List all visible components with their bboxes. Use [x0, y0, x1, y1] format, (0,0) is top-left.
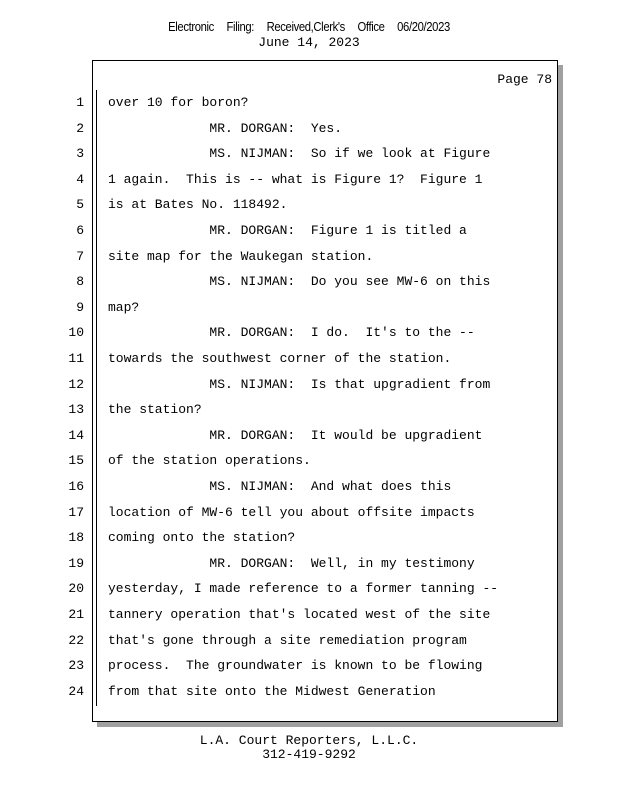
line-number: 13	[68, 402, 84, 418]
transcript-line: that's gone through a site remediation p…	[108, 632, 467, 648]
transcript-line: coming onto the station?	[108, 530, 296, 546]
transcript-line: 1 again. This is -- what is Figure 1? Fi…	[108, 171, 483, 187]
transcript-line: location of MW-6 tell you about offsite …	[108, 504, 475, 520]
transcript-line: of the station operations.	[108, 453, 311, 469]
transcript-line: MS. NIJMAN: So if we look at Figure	[108, 146, 491, 162]
transcript-line: tannery operation that's located west of…	[108, 607, 491, 622]
line-number: 18	[68, 530, 84, 546]
line-number: 16	[68, 479, 84, 494]
line-number: 3	[76, 146, 84, 162]
transcript-line: site map for the Waukegan station.	[108, 248, 374, 264]
transcript-line: from that site onto the Midwest Generati…	[108, 683, 436, 699]
footer-company: L.A. Court Reporters, L.L.C.	[199, 733, 419, 748]
line-number: 4	[76, 171, 84, 187]
line-number: 24	[68, 683, 84, 699]
transcript-line: MS. NIJMAN: Do you see MW-6 on this	[108, 274, 491, 290]
line-number: 15	[68, 453, 84, 469]
transcript-line: MS. NIJMAN: Is that upgradient from	[108, 376, 491, 392]
line-number: 14	[68, 427, 84, 443]
line-number: 8	[76, 274, 84, 290]
line-number-divider	[96, 90, 97, 706]
transcript-line: MR. DORGAN: Yes.	[108, 120, 343, 136]
transcript-line: process. The groundwater is known to be …	[108, 658, 483, 674]
line-number: 1	[76, 95, 84, 110]
filing-date: 06/20/2023	[397, 20, 450, 34]
line-number: 5	[76, 197, 84, 213]
line-number: 20	[68, 581, 84, 597]
line-number: 9	[76, 299, 84, 315]
transcript-line: MR. DORGAN: Well, in my testimony	[108, 555, 475, 571]
transcript-line: the station?	[108, 402, 202, 418]
transcript-line: is at Bates No. 118492.	[108, 197, 288, 213]
line-number: 6	[76, 223, 84, 238]
page-number: Page 78	[497, 72, 552, 87]
electronic-filing-stamp: Electronic Filing: Received,Clerk's Office 0…	[31, 20, 587, 34]
transcript-line: over 10 for boron?	[108, 95, 249, 110]
line-number: 2	[76, 120, 84, 136]
line-number: 22	[68, 632, 84, 648]
filing-word: Office	[357, 20, 385, 34]
transcript-line: MS. NIJMAN: And what does this	[108, 479, 452, 494]
line-number: 10	[68, 325, 84, 341]
line-number: 17	[68, 504, 84, 520]
line-number: 19	[68, 555, 84, 571]
transcript-line: yesterday, I made reference to a former …	[108, 581, 499, 597]
transcript-line: map?	[108, 299, 140, 315]
filing-word: Filing:	[226, 20, 255, 34]
filing-word: Received,Clerk's	[266, 20, 346, 34]
filing-word: Electronic	[168, 20, 214, 34]
line-number: 12	[68, 376, 84, 392]
line-number: 7	[76, 248, 84, 264]
footer-phone: 312-419-9292	[262, 747, 356, 762]
transcript-date: June 14, 2023	[258, 35, 360, 50]
transcript-line: towards the southwest corner of the stat…	[108, 351, 452, 366]
line-number: 23	[68, 658, 84, 674]
transcript-line: MR. DORGAN: Figure 1 is titled a	[108, 223, 467, 238]
line-number: 11	[68, 351, 84, 366]
transcript-line: MR. DORGAN: I do. It's to the --	[108, 325, 475, 341]
transcript-frame	[92, 60, 558, 722]
line-number: 21	[68, 607, 84, 622]
transcript-line: MR. DORGAN: It would be upgradient	[108, 427, 483, 443]
